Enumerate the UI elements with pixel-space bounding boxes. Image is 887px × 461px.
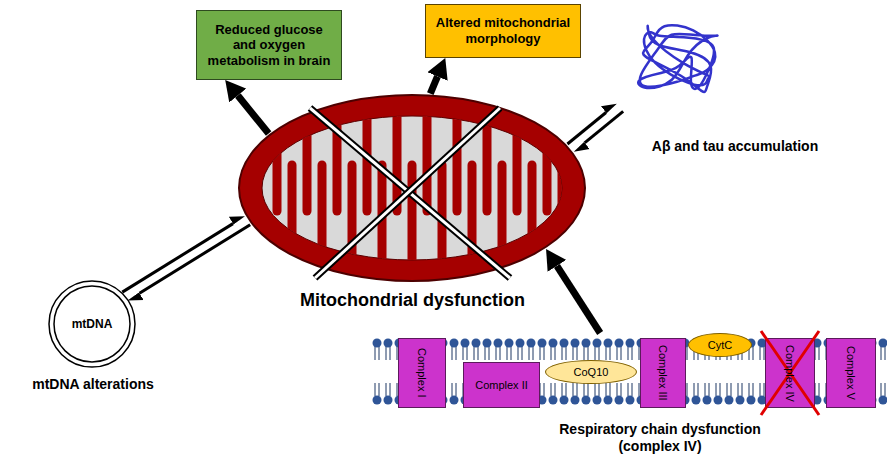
harpoon-arrow: [585, 111, 624, 142]
complex-box: Complex I: [398, 338, 446, 408]
harpoon-arrow: [122, 224, 233, 293]
effect-box: Reduced glucose and oxygen metabolism in…: [196, 10, 342, 80]
complex-box: Complex V: [826, 338, 876, 408]
box-label: CytC: [708, 339, 732, 351]
box-label: Altered mitochondrial morphology: [433, 15, 573, 46]
connector: [557, 266, 600, 333]
aggregate-strand: [638, 25, 717, 92]
box-label: Complex IV: [784, 345, 796, 402]
respiratory-chain: Respiratory chain dysfunction (complex I…: [372, 333, 887, 461]
mitochondrion-drawing: [237, 93, 588, 283]
shape-label: mtDNA alterations: [8, 376, 178, 393]
harpoon-arrow: [139, 225, 250, 294]
block-arrow: [430, 76, 437, 93]
dysfunction-cross: [310, 108, 510, 278]
block-arrow: [557, 266, 600, 333]
box-label: CoQ10: [574, 366, 609, 378]
protein-tangle: Aβ and tau accumulation: [620, 10, 835, 160]
mtdna-ring: [54, 286, 130, 362]
connector: [430, 76, 437, 93]
connector: [122, 224, 250, 294]
coenzyme-ellipse: CoQ10: [545, 360, 637, 384]
box-label: Reduced glucose and oxygen metabolism in…: [204, 22, 334, 69]
box-label: Complex III: [657, 345, 669, 401]
mtdna-ring: [49, 281, 135, 367]
box-label: Complex II: [475, 379, 528, 391]
block-arrow: [238, 96, 269, 134]
box-label: Complex V: [845, 346, 857, 400]
shape-label: mtDNA: [62, 317, 122, 331]
box-label: Complex I: [416, 348, 428, 398]
cytochrome-ellipse: CytC: [688, 333, 752, 357]
tangle-drawing: [620, 10, 740, 110]
complex-box: Complex III: [640, 338, 686, 408]
shape-label: Aβ and tau accumulation: [635, 138, 835, 155]
harpoon-arrow: [567, 112, 606, 143]
complex-box: Complex IV: [765, 338, 815, 408]
shape-label: Mitochondrial dysfunction: [237, 290, 588, 311]
mtdna-circle: mtDNA mtDNA alterations: [8, 278, 178, 396]
mitochondrion-shape: Mitochondrial dysfunction: [237, 93, 588, 318]
cristae: [277, 98, 562, 278]
connector: [238, 96, 269, 134]
outer-membrane: [239, 95, 585, 281]
connector: [567, 111, 623, 144]
effect-box: Altered mitochondrial morphology: [425, 4, 581, 58]
shape-label: Respiratory chain dysfunction (complex I…: [530, 421, 790, 455]
complex-box: Complex II: [463, 362, 540, 408]
